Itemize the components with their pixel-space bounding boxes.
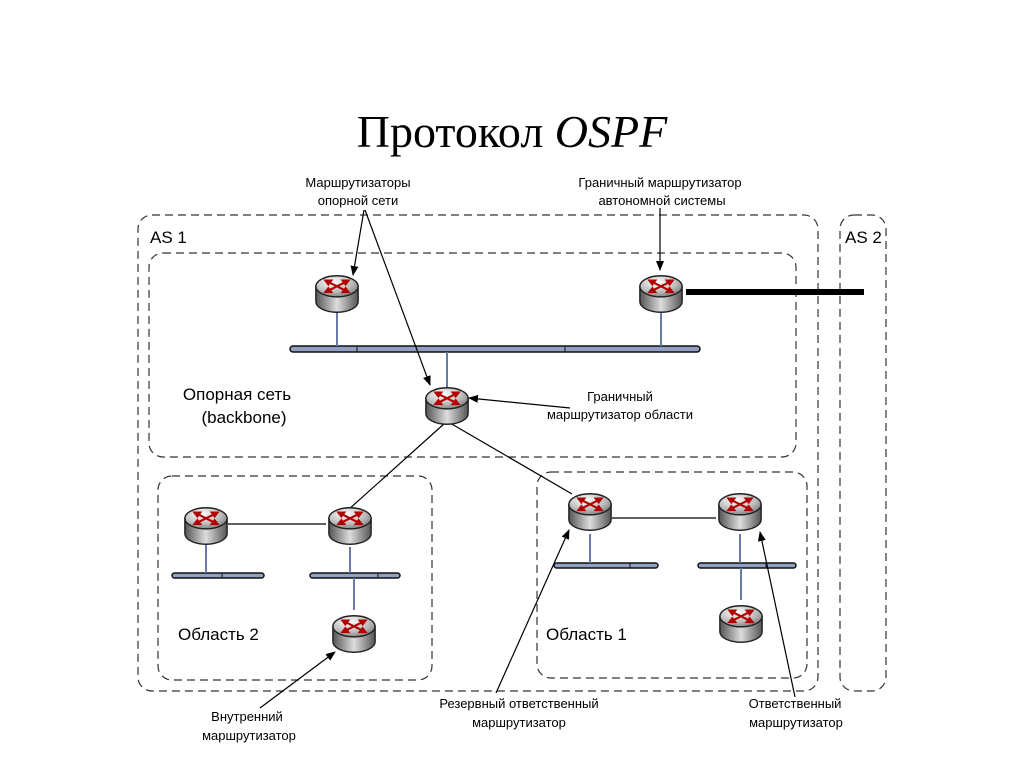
callout-asbr-line2: автономной системы — [598, 193, 725, 208]
arrow-to-dr — [757, 531, 796, 698]
arrow-to-bdr — [495, 529, 570, 694]
backbone-area-boundary — [148, 252, 797, 458]
callout-dr-line2: маршрутизатор — [749, 715, 843, 730]
arrow-to-backbone-router — [350, 209, 365, 276]
callout-abr-line2: маршрутизатор области — [547, 407, 693, 422]
area-1-label: Область 1 — [546, 625, 627, 644]
backbone-label-line1: Опорная сеть — [183, 385, 291, 404]
area2-router-left-icon — [183, 506, 229, 546]
as2-boundary — [839, 214, 887, 692]
callout-internal-line1: Внутренний — [211, 709, 283, 724]
callout-bdr-line1: Резервный ответственный — [439, 696, 598, 711]
area-2-segment-left — [171, 572, 265, 579]
title-prefix: Протокол — [356, 106, 544, 157]
asbr-router-icon — [638, 274, 684, 314]
callout-asbr-line1: Граничный маршрутизатор — [578, 175, 741, 190]
callout-abr-line1: Граничный — [587, 389, 653, 404]
abr-router-icon — [424, 386, 470, 426]
area1-internal-router-icon — [718, 604, 764, 644]
slide-title: Протокол OSPF — [0, 105, 1024, 158]
callout-backbone-routers-line1: Маршрутизаторы — [305, 175, 410, 190]
title-protocol-name: OSPF — [554, 106, 668, 157]
arrow-to-abr — [468, 394, 571, 409]
backbone-label-line2: (backbone) — [201, 408, 286, 427]
network-links — [205, 289, 864, 610]
area-1-segment-right — [697, 562, 797, 569]
callout-bdr-line2: маршрутизатор — [472, 715, 566, 730]
backbone-segment — [289, 345, 701, 353]
as1-boundary — [137, 214, 819, 692]
area2-internal-router-icon — [331, 614, 377, 654]
callout-internal-line2: маршрутизатор — [202, 728, 296, 743]
as2-label: AS 2 — [845, 228, 882, 247]
abr-to-area2-link — [347, 422, 446, 511]
area2-router-right-icon — [327, 506, 373, 546]
area-2-boundary — [157, 475, 433, 681]
area-1-segment-left — [553, 562, 659, 569]
area-2-label: Область 2 — [178, 625, 259, 644]
backbone-router-1-icon — [314, 274, 360, 314]
callout-dr-line1: Ответственный — [749, 696, 842, 711]
abr-to-area1-link — [449, 422, 573, 495]
area1-dr-router-icon — [717, 492, 763, 532]
callout-backbone-routers-line2: опорной сети — [318, 193, 399, 208]
arrow-to-abr-from-backbone-label — [364, 209, 431, 386]
as1-label: AS 1 — [150, 228, 187, 247]
area1-bdr-router-icon — [567, 492, 613, 532]
arrow-to-internal-router — [259, 651, 336, 709]
area-2-segment-right — [309, 572, 401, 579]
callout-arrows — [259, 208, 796, 709]
area-1-boundary — [536, 471, 808, 679]
